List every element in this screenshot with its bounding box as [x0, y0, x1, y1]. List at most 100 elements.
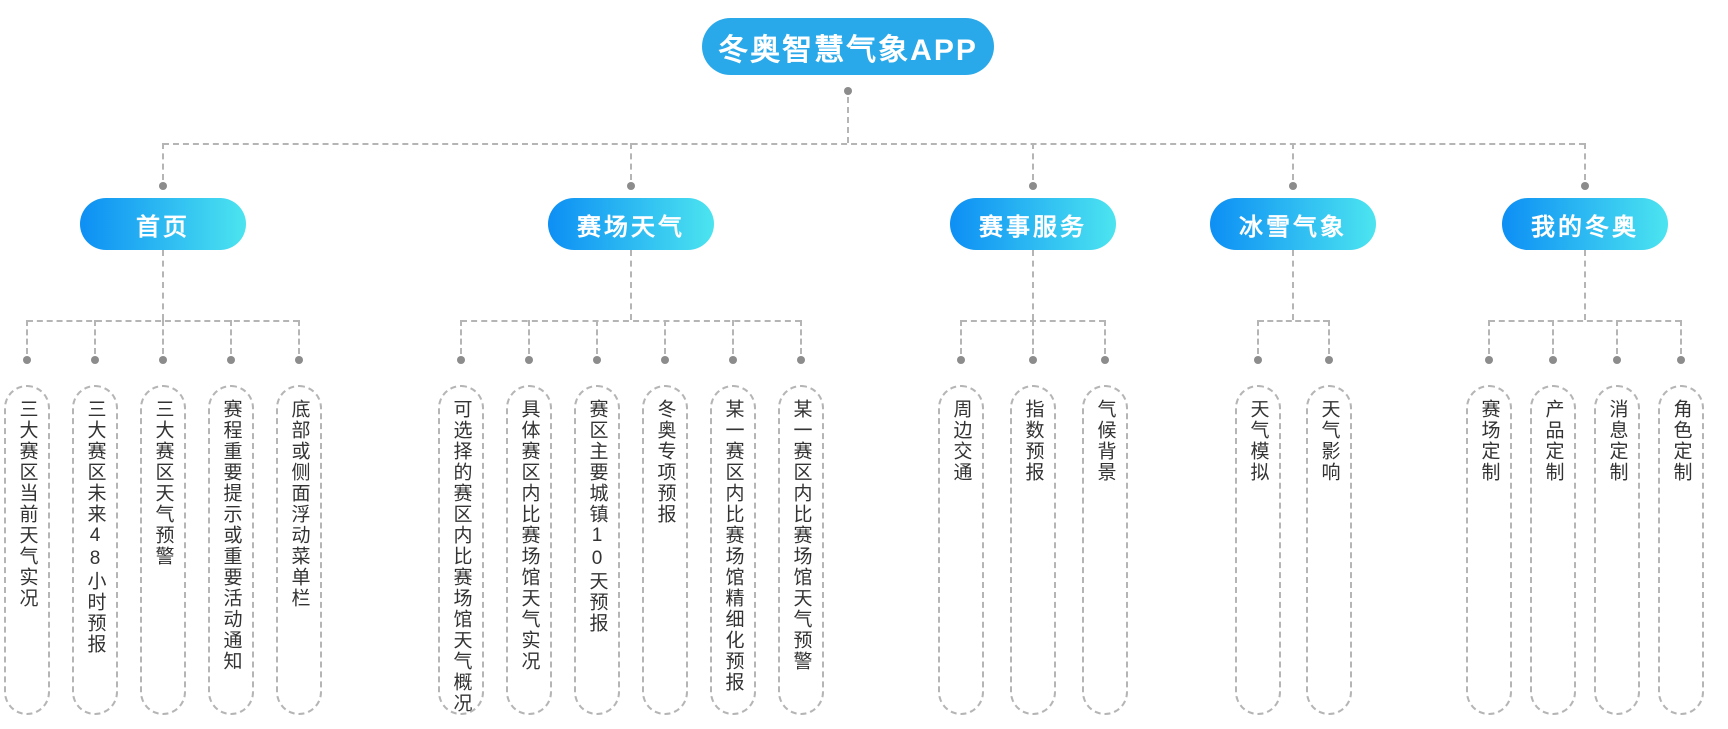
- connector-v: [1584, 250, 1586, 320]
- leaf-node: 天气影响: [1306, 385, 1352, 715]
- leaf-node: 指数预报: [1010, 385, 1056, 715]
- connector-v: [630, 250, 632, 320]
- branch-node-5: 我的冬奥: [1502, 198, 1668, 250]
- connector-v: [1328, 320, 1330, 354]
- leaf-node-label: 周边交通: [950, 399, 972, 483]
- leaf-node: 角色定制: [1658, 385, 1704, 715]
- leaf-node: 消息定制: [1594, 385, 1640, 715]
- connector-dot: [593, 356, 601, 364]
- leaf-node: 产品定制: [1530, 385, 1576, 715]
- leaf-node-label: 冬奥专项预报: [654, 399, 676, 525]
- leaf-node-label: 三大赛区天气预警: [152, 399, 174, 567]
- connector-v: [162, 143, 164, 180]
- leaf-node: 三大赛区未来48小时预报: [72, 385, 118, 715]
- leaf-node: 三大赛区当前天气实况: [4, 385, 50, 715]
- connector-dot: [159, 356, 167, 364]
- connector-dot: [627, 182, 635, 190]
- leaf-node-label: 指数预报: [1022, 399, 1044, 483]
- leaf-node-label: 气候背景: [1094, 399, 1116, 483]
- connector-dot: [159, 182, 167, 190]
- connector-dot: [1029, 356, 1037, 364]
- branch-node-label: 赛场天气: [577, 213, 685, 241]
- connector-v: [1552, 320, 1554, 354]
- branch-node-label: 赛事服务: [979, 213, 1087, 241]
- connector-dot: [1325, 356, 1333, 364]
- connector-v: [26, 320, 28, 354]
- leaf-node-label: 天气模拟: [1247, 399, 1269, 483]
- leaf-node: 气候背景: [1082, 385, 1128, 715]
- connector-v: [528, 320, 530, 354]
- leaf-node-label: 赛程重要提示或重要活动通知: [220, 399, 242, 672]
- leaf-node-label: 某一赛区内比赛场馆天气预警: [790, 399, 812, 672]
- connector-dot: [1101, 356, 1109, 364]
- leaf-node-label: 天气影响: [1318, 399, 1340, 483]
- connector-dot: [91, 356, 99, 364]
- connector-v: [800, 320, 802, 354]
- connector-dot: [1549, 356, 1557, 364]
- leaf-node: 某一赛区内比赛场馆天气预警: [778, 385, 824, 715]
- connector-dot: [844, 87, 852, 95]
- leaf-node: 天气模拟: [1235, 385, 1281, 715]
- leaf-node: 三大赛区天气预警: [140, 385, 186, 715]
- connector-dot: [227, 356, 235, 364]
- connector-dot: [295, 356, 303, 364]
- leaf-node: 赛程重要提示或重要活动通知: [208, 385, 254, 715]
- leaf-node-label: 底部或侧面浮动菜单栏: [288, 399, 310, 609]
- leaf-node-label: 三大赛区未来48小时预报: [84, 399, 106, 655]
- leaf-node-label: 可选择的赛区内比赛场馆天气概况: [450, 399, 472, 714]
- connector-dot: [1254, 356, 1262, 364]
- leaf-node: 赛场定制: [1466, 385, 1512, 715]
- leaf-node: 具体赛区内比赛场馆天气实况: [506, 385, 552, 715]
- leaf-node-label: 具体赛区内比赛场馆天气实况: [518, 399, 540, 672]
- branch-node-4: 冰雪气象: [1210, 198, 1376, 250]
- leaf-node: 可选择的赛区内比赛场馆天气概况: [438, 385, 484, 715]
- leaf-node-label: 消息定制: [1606, 399, 1628, 483]
- connector-dot: [957, 356, 965, 364]
- connector-v: [596, 320, 598, 354]
- connector-h: [163, 143, 1585, 145]
- connector-dot: [729, 356, 737, 364]
- connector-dot: [525, 356, 533, 364]
- connector-v: [162, 320, 164, 354]
- connector-v: [1032, 320, 1034, 354]
- connector-v: [162, 250, 164, 320]
- connector-v: [1584, 143, 1586, 180]
- connector-v: [1616, 320, 1618, 354]
- connector-dot: [1029, 182, 1037, 190]
- leaf-node-label: 赛区主要城镇10天预报: [586, 399, 608, 634]
- leaf-node-label: 角色定制: [1670, 399, 1692, 483]
- connector-h: [461, 320, 801, 322]
- connector-dot: [661, 356, 669, 364]
- leaf-node: 冬奥专项预报: [642, 385, 688, 715]
- connector-v: [960, 320, 962, 354]
- connector-v: [460, 320, 462, 354]
- leaf-node-label: 三大赛区当前天气实况: [16, 399, 38, 609]
- connector-v: [664, 320, 666, 354]
- connector-v: [847, 97, 849, 143]
- connector-v: [230, 320, 232, 354]
- connector-v: [298, 320, 300, 354]
- branch-node-label: 首页: [136, 213, 190, 241]
- leaf-node-label: 产品定制: [1542, 399, 1564, 483]
- connector-dot: [23, 356, 31, 364]
- leaf-node: 某一赛区内比赛场馆精细化预报: [710, 385, 756, 715]
- connector-v: [1032, 250, 1034, 320]
- branch-node-2: 赛场天气: [548, 198, 714, 250]
- leaf-node-label: 某一赛区内比赛场馆精细化预报: [722, 399, 744, 693]
- connector-v: [1032, 143, 1034, 180]
- root-node-label: 冬奥智慧气象APP: [718, 33, 978, 67]
- connector-h: [1258, 320, 1329, 322]
- leaf-node: 周边交通: [938, 385, 984, 715]
- connector-v: [1104, 320, 1106, 354]
- connector-dot: [457, 356, 465, 364]
- branch-node-3: 赛事服务: [950, 198, 1116, 250]
- leaf-node-label: 赛场定制: [1478, 399, 1500, 483]
- connector-v: [1680, 320, 1682, 354]
- connector-v: [94, 320, 96, 354]
- connector-v: [1292, 250, 1294, 320]
- connector-v: [732, 320, 734, 354]
- connector-v: [1257, 320, 1259, 354]
- branch-node-1: 首页: [80, 198, 246, 250]
- branch-node-label: 冰雪气象: [1239, 213, 1347, 241]
